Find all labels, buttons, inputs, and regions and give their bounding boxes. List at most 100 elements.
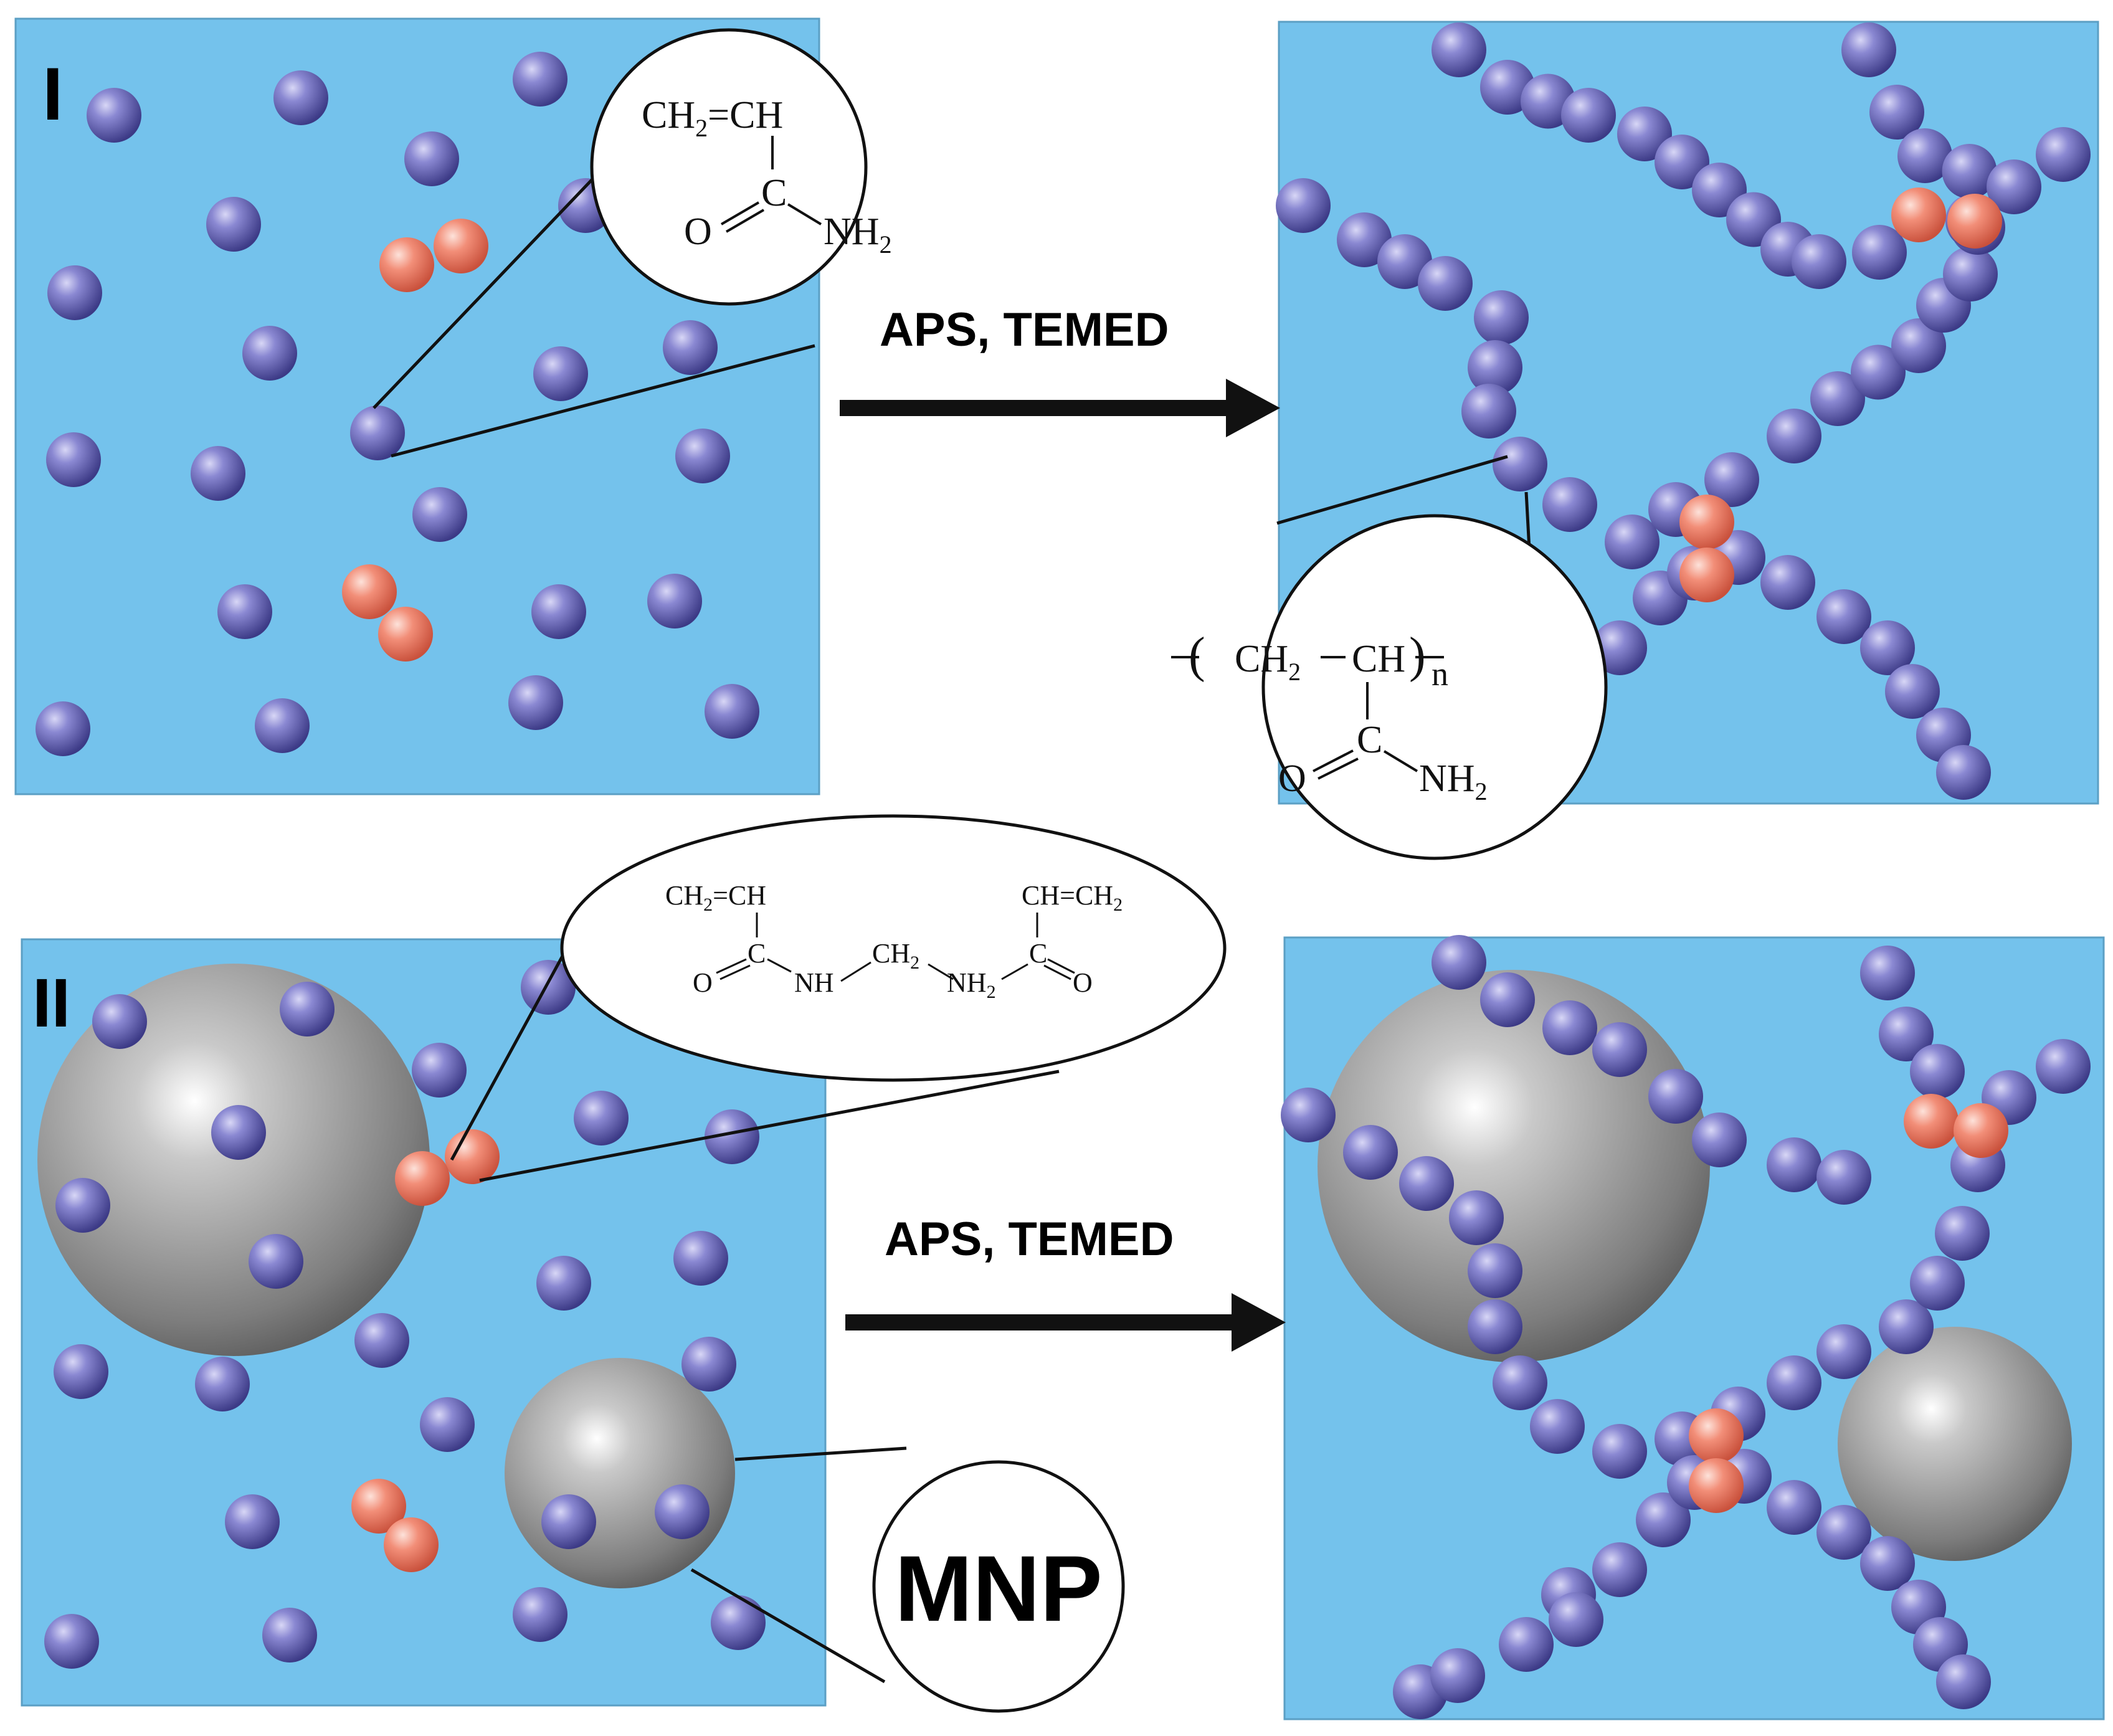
monomer-bead: [1617, 107, 1672, 161]
monomer-bead: [1418, 256, 1473, 311]
monomer-bead: [262, 1608, 317, 1662]
svg-text:O: O: [684, 211, 712, 253]
monomer-bead: [1869, 85, 1924, 140]
svg-text:(: (: [1189, 628, 1205, 683]
monomer-bead: [195, 1357, 250, 1411]
monomer-bead: [1432, 935, 1486, 990]
monomer-bead: [1987, 159, 2041, 214]
particle-label: MNP: [895, 1536, 1102, 1641]
monomer-bead: [354, 1313, 409, 1368]
monomer-bead: [1879, 1299, 1934, 1354]
monomer-bead: [1816, 1505, 1871, 1560]
monomer-bead: [44, 1614, 99, 1669]
reaction-arrow-top: [840, 379, 1280, 437]
monomer-bead: [1592, 1424, 1647, 1479]
monomer-bead: [1851, 344, 1906, 400]
monomer-bead: [1432, 22, 1486, 77]
monomer-bead: [249, 1234, 303, 1289]
monomer-bead: [1648, 1069, 1703, 1124]
monomer-bead: [211, 1105, 266, 1160]
monomer-bead: [1592, 620, 1647, 675]
bead-layer: [36, 22, 2091, 1719]
monomer-bead: [1493, 437, 1547, 491]
monomer-structure: CH2=CH C O NH2: [642, 94, 892, 259]
monomer-bead: [1468, 1243, 1522, 1298]
monomer-bead: [1343, 1125, 1398, 1180]
monomer-bead: [46, 432, 101, 487]
monomer-bead: [663, 320, 718, 375]
monomer-bead: [647, 574, 702, 628]
crosslinker-bead: [445, 1129, 500, 1184]
monomer-bead: [1281, 1088, 1336, 1142]
monomer-bead: [242, 326, 297, 381]
monomer-bead: [711, 1595, 766, 1650]
monomer-bead: [420, 1397, 475, 1452]
monomer-bead: [1468, 340, 1522, 395]
crosslinker-bead: [384, 1517, 439, 1572]
monomer-bead: [1542, 1000, 1597, 1055]
monomer-bead: [1276, 178, 1331, 233]
svg-text:C: C: [1029, 938, 1047, 969]
monomer-bead: [574, 1091, 629, 1145]
monomer-bead: [1860, 620, 1915, 675]
monomer-bead: [1592, 1022, 1647, 1077]
monomer-bead: [1897, 128, 1952, 183]
crosslinker-bead: [342, 564, 397, 619]
svg-text:O: O: [693, 967, 713, 998]
crosslinker-structure: CH2=CH CH=CH2 C C O NH CH2 NH2 O: [665, 880, 1123, 1002]
panel-i-label: I: [42, 52, 63, 136]
monomer-bead: [513, 1587, 567, 1642]
monomer-bead: [412, 1043, 467, 1098]
monomer-bead: [1910, 1256, 1965, 1311]
monomer-bead: [47, 265, 102, 320]
particle-zoom-circle: [872, 1460, 1125, 1713]
monomer-bead: [1767, 1480, 1821, 1535]
monomer-bead: [225, 1494, 280, 1549]
monomer-bead: [55, 1178, 110, 1233]
monomer-bead: [1549, 1592, 1603, 1647]
monomer-bead: [404, 131, 459, 186]
monomer-zoom-circle: [590, 28, 868, 306]
monomer-bead: [1841, 22, 1896, 77]
crosslinker-bead: [1679, 495, 1734, 549]
monomer-bead: [1561, 88, 1616, 143]
svg-text:NH2: NH2: [824, 211, 892, 259]
monomer-bead: [536, 1256, 591, 1311]
svg-text:O: O: [1073, 967, 1093, 998]
monomer-bead: [191, 446, 245, 501]
crosslinker-bead: [434, 219, 488, 273]
crosslinker-bead: [1679, 548, 1734, 602]
monomer-bead: [1499, 1617, 1554, 1672]
polymer-zoom-circle: [1261, 514, 1608, 860]
monomer-bead: [1530, 1399, 1585, 1454]
monomer-bead: [1860, 1536, 1915, 1591]
monomer-bead: [673, 1231, 728, 1286]
monomer-bead: [1493, 1355, 1547, 1410]
monomer-bead: [1461, 384, 1516, 439]
monomer-bead: [1592, 1542, 1647, 1597]
monomer-bead: [681, 1337, 736, 1392]
crosslinker-bead: [378, 607, 433, 662]
svg-text:NH2: NH2: [947, 967, 996, 1002]
monomer-bead: [1942, 144, 1997, 199]
monomer-bead: [87, 88, 141, 143]
monomer-bead: [705, 1109, 759, 1164]
monomer-bead: [1399, 1156, 1454, 1211]
monomer-bead: [541, 1494, 596, 1549]
monomer-bead: [1935, 1206, 1990, 1261]
monomer-bead: [1655, 135, 1709, 189]
monomer-bead: [280, 982, 335, 1036]
monomer-bead: [217, 584, 272, 639]
polymer-structure: ( CH2 CH ) n C O NH2: [1171, 628, 1488, 805]
crosslinker-bead: [1954, 1103, 2008, 1158]
monomer-bead: [1605, 515, 1660, 569]
monomer-bead: [1816, 1150, 1871, 1205]
reagents-label-bottom: APS, TEMED: [885, 1213, 1174, 1266]
nanoparticle: [37, 964, 430, 1356]
monomer-bead: [1636, 1492, 1691, 1547]
crosslinker-bead: [395, 1151, 450, 1206]
svg-text:O: O: [1278, 757, 1306, 800]
monomer-bead: [1474, 290, 1529, 345]
crosslinker-bead: [379, 237, 434, 292]
